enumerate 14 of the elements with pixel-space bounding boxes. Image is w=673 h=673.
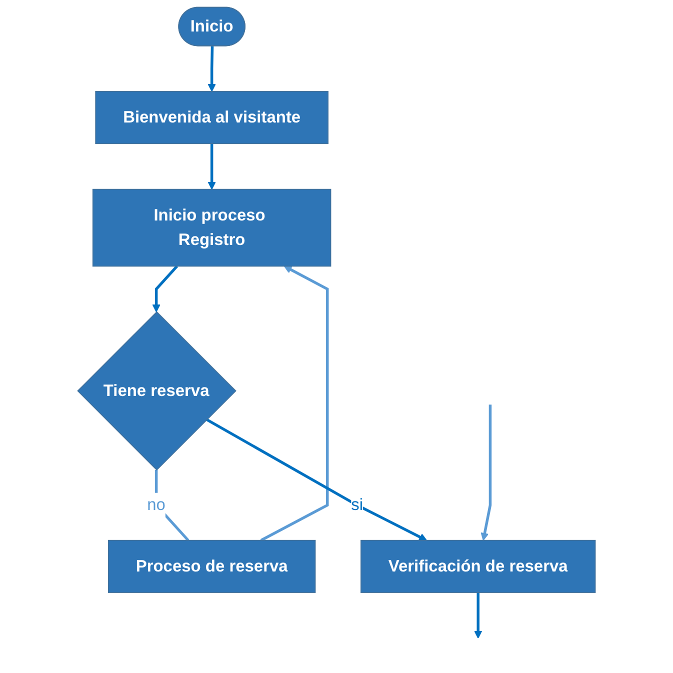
arrow — [260, 266, 329, 542]
node-box: Verificación de reserva — [360, 540, 596, 593]
arrow — [474, 592, 482, 639]
node-box: Proceso de reserva — [108, 540, 316, 593]
arrow — [208, 46, 216, 92]
node-box: Bienvenida al visitante — [95, 91, 328, 144]
edge-label: si — [351, 496, 364, 514]
node-diamond: Tiene reserva — [77, 311, 236, 471]
node-box: Inicio proceso Registro — [92, 188, 332, 267]
arrow — [152, 265, 178, 312]
arrow — [208, 144, 216, 190]
arrow — [480, 404, 492, 541]
arrow — [206, 418, 427, 541]
edge-label: no — [147, 496, 166, 514]
